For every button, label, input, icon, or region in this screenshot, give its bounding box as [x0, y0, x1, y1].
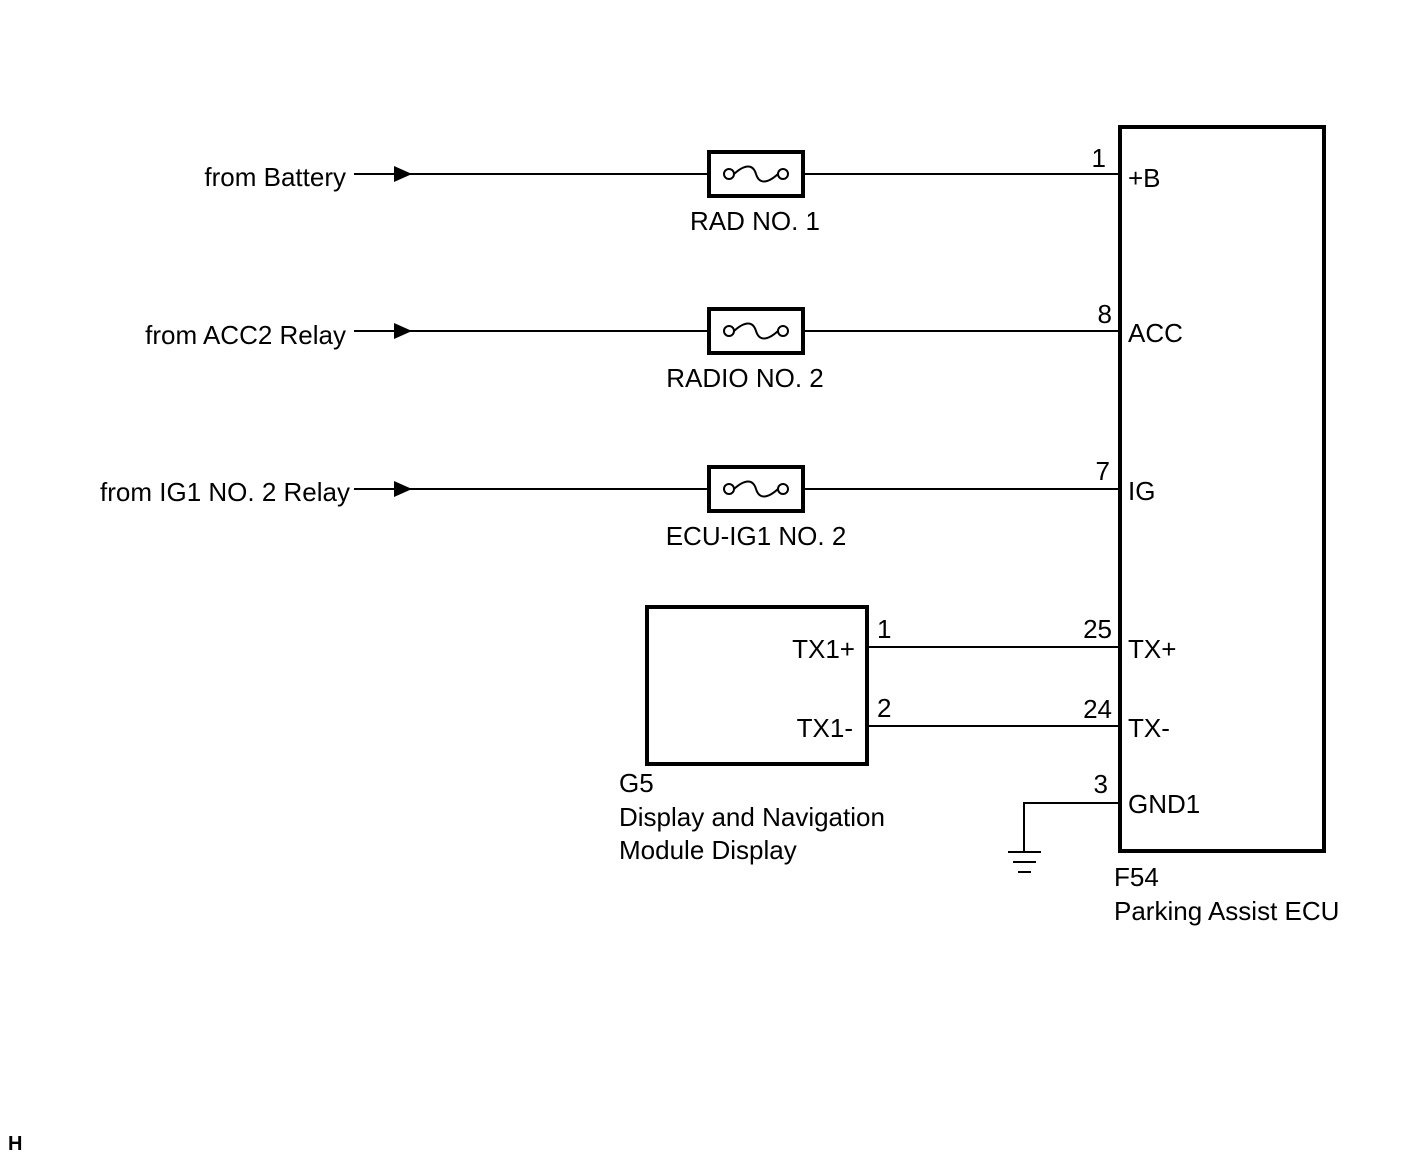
display-pin-number: 2 [877, 693, 891, 723]
ecu-code: F54 [1114, 862, 1159, 892]
footer-letter: H [8, 1133, 22, 1155]
display-name-line2: Module Display [619, 835, 797, 865]
display-name-line1: Display and Navigation [619, 802, 885, 832]
wire-ground [1023, 802, 1120, 851]
ecu-pin-name: GND1 [1128, 789, 1200, 819]
ecu-pin-number: 7 [1096, 456, 1110, 486]
display-code: G5 [619, 768, 654, 798]
fuse-label-rad-no-1: RAD NO. 1 [690, 206, 820, 236]
ground-icon [1008, 851, 1041, 873]
display-pin-name: TX1+ [792, 634, 855, 664]
ecu-box [1118, 125, 1326, 853]
fuse-radio-no-2 [707, 307, 805, 355]
ecu-pin-number: 24 [1083, 694, 1112, 724]
source-label-battery: from Battery [204, 162, 346, 192]
ecu-pin-number: 1 [1092, 143, 1106, 173]
fuse-rad-no-1 [707, 150, 805, 198]
arrow-right-icon [394, 481, 412, 497]
ecu-pin-name: IG [1128, 476, 1155, 506]
source-label-ig1: from IG1 NO. 2 Relay [100, 477, 350, 507]
ecu-pin-name: +B [1128, 163, 1161, 193]
display-box [645, 605, 869, 766]
ecu-pin-name: TX+ [1128, 634, 1176, 664]
fuse-ecu-ig1-no-2 [707, 465, 805, 513]
fuse-label-radio-no-2: RADIO NO. 2 [666, 363, 823, 393]
arrow-right-icon [394, 166, 412, 182]
arrow-right-icon [394, 323, 412, 339]
fuse-label-ecu-ig1-no-2: ECU-IG1 NO. 2 [666, 521, 847, 551]
ecu-pin-number: 8 [1098, 299, 1112, 329]
ecu-pin-number: 3 [1094, 769, 1108, 799]
source-label-acc2: from ACC2 Relay [145, 320, 346, 350]
display-pin-number: 1 [877, 614, 891, 644]
display-pin-name: TX1- [797, 713, 853, 743]
ecu-pin-number: 25 [1083, 614, 1112, 644]
ecu-name: Parking Assist ECU [1114, 896, 1339, 926]
ecu-pin-name: ACC [1128, 318, 1183, 348]
ecu-pin-name: TX- [1128, 713, 1170, 743]
